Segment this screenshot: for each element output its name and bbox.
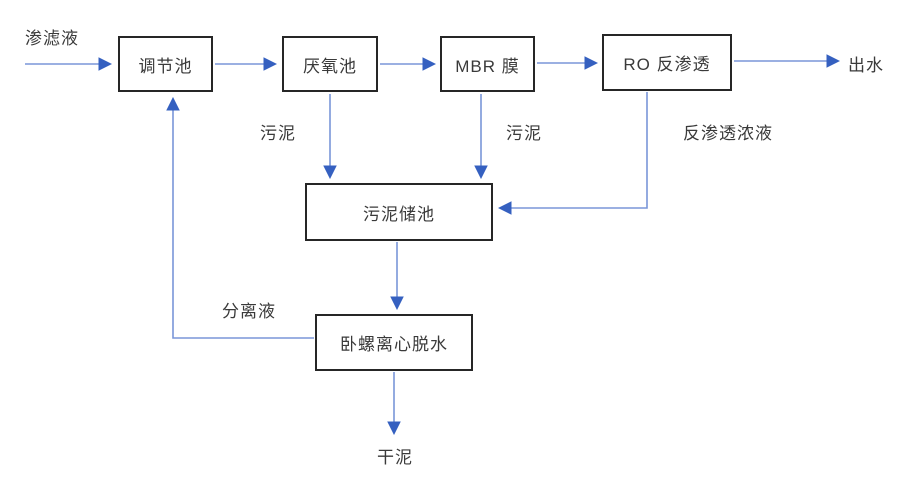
node-sludge-storage: 污泥储池: [305, 183, 493, 241]
node-anaerobic-tank: 厌氧池: [282, 36, 378, 92]
arrow-separated-liquid-return: [166, 96, 314, 339]
node-mbr-membrane: MBR 膜: [440, 36, 535, 92]
label-leachate: 渗滤液: [25, 29, 79, 48]
label-ro-concentrate: 反渗透浓液: [683, 124, 773, 143]
label-effluent: 出水: [848, 56, 884, 75]
node-ro-reverse-osmosis: RO 反渗透: [602, 34, 732, 91]
arrow-ro-concentrate-to-sludge-storage: [497, 92, 648, 215]
node-regulating-tank: 调节池: [118, 36, 213, 92]
node-centrifuge: 卧螺离心脱水: [315, 314, 473, 371]
label-sludge-right: 污泥: [506, 124, 542, 143]
label-separated-liquid: 分离液: [222, 302, 276, 321]
label-sludge-left: 污泥: [260, 124, 296, 143]
label-dry-sludge: 干泥: [377, 448, 413, 467]
